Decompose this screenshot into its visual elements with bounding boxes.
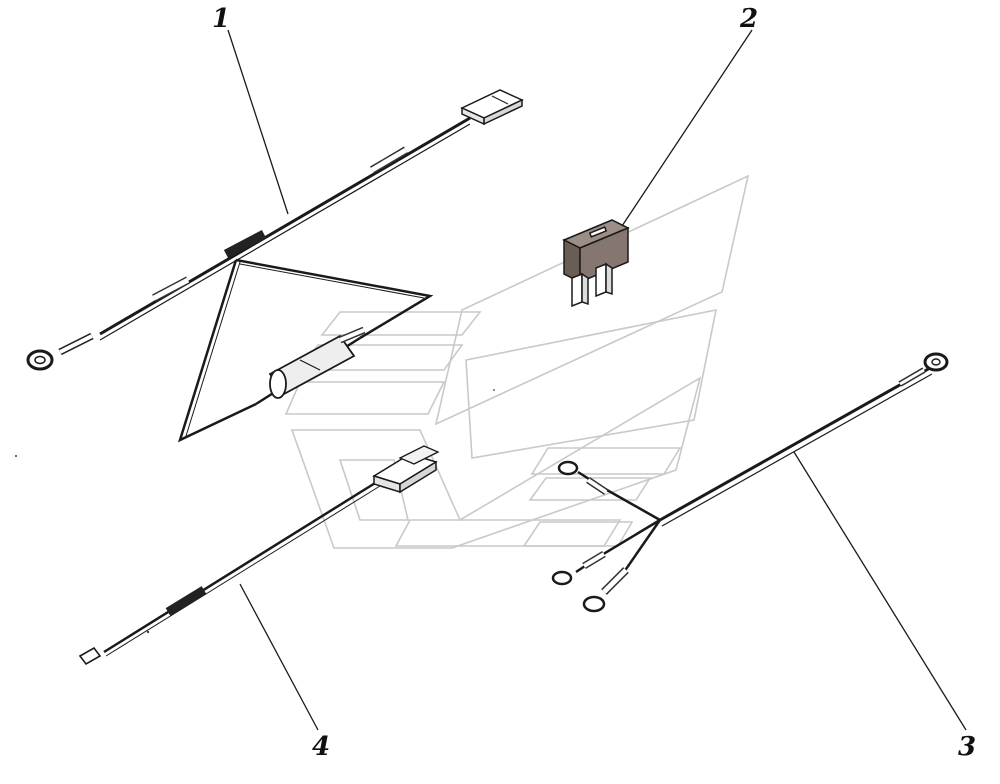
leader-3	[793, 451, 967, 731]
part-3-ground-harness	[551, 352, 949, 613]
leader-lines	[227, 29, 967, 731]
connector-plug	[460, 89, 524, 126]
leader-1	[227, 29, 289, 215]
part-4-wire-connector	[78, 445, 440, 666]
speck	[493, 389, 495, 391]
callout-1: 1	[212, 4, 231, 34]
part-1-wire-harness	[26, 89, 524, 443]
inline-fuse-holder	[255, 326, 366, 406]
part-2-blade-fuse	[562, 219, 630, 308]
speck	[146, 630, 150, 634]
ring-terminal	[26, 332, 94, 371]
leader-2	[621, 29, 753, 227]
watermark-logo	[284, 174, 750, 549]
callout-3: 3	[958, 732, 977, 762]
callout-4: 4	[312, 732, 331, 762]
speck	[15, 455, 17, 457]
callout-2: 2	[740, 4, 759, 34]
leader-4	[239, 583, 319, 731]
